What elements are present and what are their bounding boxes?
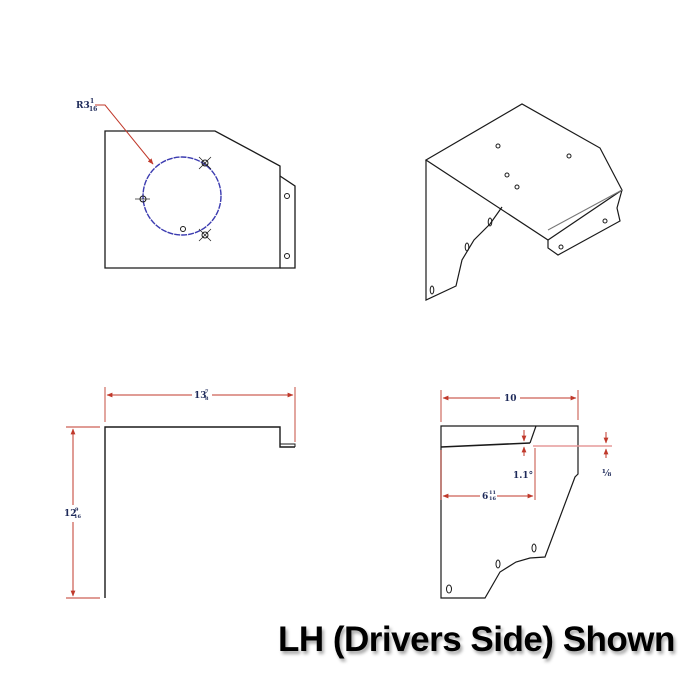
svg-text:1: 1: [90, 98, 94, 105]
svg-text:9: 9: [75, 507, 79, 513]
svg-text:8: 8: [205, 396, 209, 402]
width-dimension: 13: [194, 391, 207, 401]
top-view: R3 1 16: [76, 98, 296, 269]
front-view: 13 7 8 12 9 16: [64, 387, 296, 599]
thickness-dimension: ⅛: [602, 469, 612, 479]
isometric-view: [424, 103, 623, 301]
radius-label: R3: [76, 101, 90, 111]
svg-text:7: 7: [205, 389, 209, 395]
angle-dimension: 1.1°: [513, 471, 533, 481]
caption-text: LH (Drivers Side) Shown: [278, 620, 675, 659]
svg-text:16: 16: [89, 106, 97, 113]
side-width-dimension: 10: [504, 394, 517, 404]
svg-text:16: 16: [74, 514, 81, 520]
side-view: 10 1.1° 6 11 16 ⅛: [440, 390, 612, 599]
offset-dimension: 6: [482, 492, 488, 502]
svg-text:11: 11: [489, 490, 496, 496]
svg-text:16: 16: [489, 496, 496, 502]
height-dimension: 12: [64, 509, 77, 519]
